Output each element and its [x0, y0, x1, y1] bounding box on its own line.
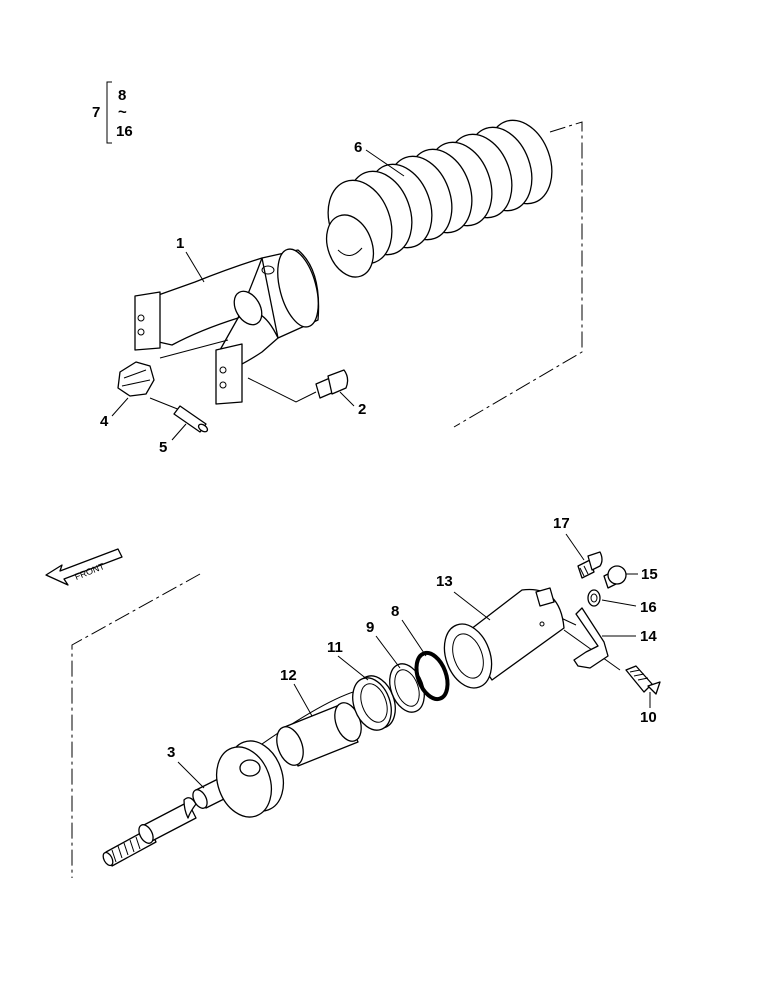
bolt: [247, 369, 349, 403]
callout-5: 5: [159, 439, 167, 456]
callout-14: 14: [640, 628, 657, 645]
yoke-lug-left: [134, 291, 161, 351]
cylinder: [443, 587, 565, 689]
group-range-end: 16: [116, 123, 133, 140]
callout-17: 17: [553, 515, 570, 532]
pin: [173, 405, 209, 433]
callout-1: 1: [176, 235, 184, 252]
yoke-lug-right: [215, 343, 243, 405]
callout-13: 13: [436, 573, 453, 590]
callout-16: 16: [640, 599, 657, 616]
small-bolt: [577, 551, 603, 579]
callout-9: 9: [366, 619, 374, 636]
callout-2: 2: [358, 401, 366, 418]
callouts: 1 2 3 4 5 6 8 9 10 11 12 13 14 15 16 17: [100, 139, 658, 789]
yoke: [134, 248, 320, 405]
spring-coil-end: [337, 247, 363, 256]
lug-hole: [219, 381, 227, 389]
grease-valve: [625, 665, 661, 695]
group-range-start: 8: [118, 87, 126, 104]
group-number: 7: [92, 104, 100, 121]
seal: [352, 675, 396, 731]
piston: [276, 702, 362, 767]
lug-hole: [137, 314, 145, 322]
group-bracket: 7 8 ~ 16: [92, 81, 133, 144]
castle-nut: [117, 361, 155, 397]
bolt-guide-line: [247, 377, 317, 403]
callout-8: 8: [391, 603, 399, 620]
lug-hole: [137, 328, 145, 336]
yoke-guide-line: [159, 339, 229, 359]
callout-12: 12: [280, 667, 297, 684]
callout-15: 15: [641, 566, 658, 583]
cylinder-rod: [102, 740, 285, 867]
upper-boundary-line: [453, 121, 583, 428]
bracket: [573, 607, 609, 669]
lug-hole: [219, 366, 227, 374]
callout-3: 3: [167, 744, 175, 761]
washer: [587, 589, 601, 607]
callout-10: 10: [640, 709, 657, 726]
group-range-sep: ~: [118, 104, 127, 121]
plug: [603, 565, 627, 589]
callout-6: 6: [354, 139, 362, 156]
callout-4: 4: [100, 413, 109, 430]
bracket-line: [106, 81, 112, 144]
front-arrow-icon: FRONT: [45, 548, 123, 586]
callout-11: 11: [327, 639, 343, 656]
recoil-spring: [325, 119, 553, 278]
lower-boundary-line: [71, 573, 201, 878]
